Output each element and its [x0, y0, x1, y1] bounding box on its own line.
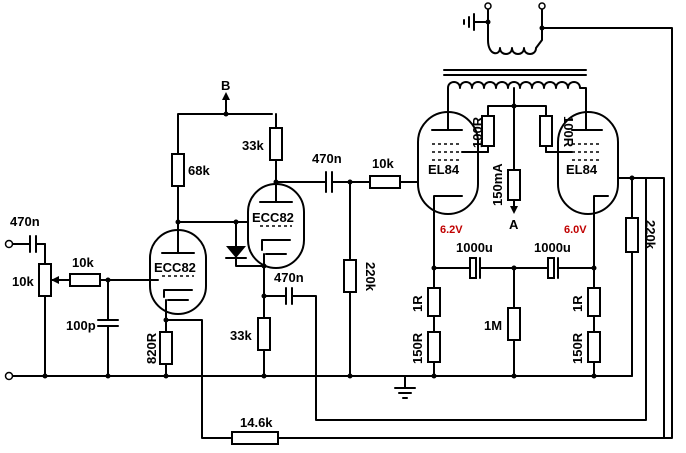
grid-leak-resistor-left	[343, 181, 357, 377]
r-33k-bot-label: 33k	[230, 328, 252, 343]
tube-v3	[417, 107, 479, 215]
r-150r-left-label: 150R	[410, 332, 425, 364]
v4-cathode-network	[587, 205, 601, 377]
c-in-label: 470n	[10, 214, 40, 229]
v3-grid-stopper	[369, 175, 419, 189]
r-1m	[507, 267, 521, 377]
v3-screen-resistor	[461, 105, 511, 153]
cathode-cap	[263, 177, 647, 421]
tube-v2-label: ECC82	[252, 210, 294, 225]
v4-screen-resistor	[537, 105, 573, 153]
v2-cathode-resistor	[257, 253, 271, 377]
r-100r-left-label: 100R	[470, 116, 485, 148]
feedback-resistor	[231, 177, 665, 445]
b-node	[222, 92, 230, 115]
tube-v4-label: EL84	[566, 162, 598, 177]
v3-cathode-network	[427, 205, 441, 377]
c-470n-fb-label: 470n	[274, 270, 304, 285]
grid-stopper-resistor	[69, 273, 151, 287]
ground-symbol-bottom	[394, 375, 416, 399]
r-1r-left-label: 1R	[410, 295, 425, 312]
input-terminal	[4, 235, 46, 265]
r-grid1-label: 10k	[72, 255, 94, 270]
r-33k-top-label: 33k	[242, 138, 264, 153]
ground-symbol-top	[463, 13, 489, 31]
tube-v4	[557, 107, 619, 215]
c-couple-label: 470n	[312, 151, 342, 166]
volume-potentiometer	[38, 263, 71, 377]
tube-v2	[247, 181, 305, 269]
c-100p-label: 100p	[66, 318, 96, 333]
b-label: B	[221, 78, 230, 93]
ground-rail	[4, 371, 633, 381]
r-150r-right-label: 150R	[570, 332, 585, 364]
v2-plate-resistor	[269, 113, 283, 183]
tube-v1-label: ECC82	[154, 260, 196, 275]
r-10k-grid-label: 10k	[372, 156, 394, 171]
meter-label: 150mA	[490, 163, 505, 206]
r-14-6k-label: 14.6k	[240, 415, 273, 430]
tube-v3-label: EL84	[428, 162, 460, 177]
output-transformer	[443, 5, 673, 439]
current-meter	[507, 105, 539, 214]
cap-100p	[97, 279, 119, 377]
r-100r-right-label: 100R	[561, 116, 576, 148]
diode	[225, 221, 265, 267]
r-820-label: 820R	[144, 332, 159, 364]
c-1000u-right-label: 1000u	[534, 240, 571, 255]
a-label: A	[509, 217, 519, 232]
c-1000u-left-label: 1000u	[456, 240, 493, 255]
r-vol-label: 10k	[12, 274, 34, 289]
grid-leak-resistor-right	[617, 177, 639, 377]
v1-cathode-resistor	[159, 299, 233, 439]
r-1r-right-label: 1R	[570, 295, 585, 312]
v3-cathode-voltage: 6.2V	[440, 224, 463, 236]
r-1m-label: 1M	[484, 318, 502, 333]
r-68k-label: 68k	[188, 163, 210, 178]
tube-v1	[149, 229, 207, 315]
r-220k-right-label: 220k	[643, 220, 658, 250]
v4-cathode-voltage: 6.0V	[564, 224, 587, 236]
r-220k-left-label: 220k	[363, 262, 378, 292]
